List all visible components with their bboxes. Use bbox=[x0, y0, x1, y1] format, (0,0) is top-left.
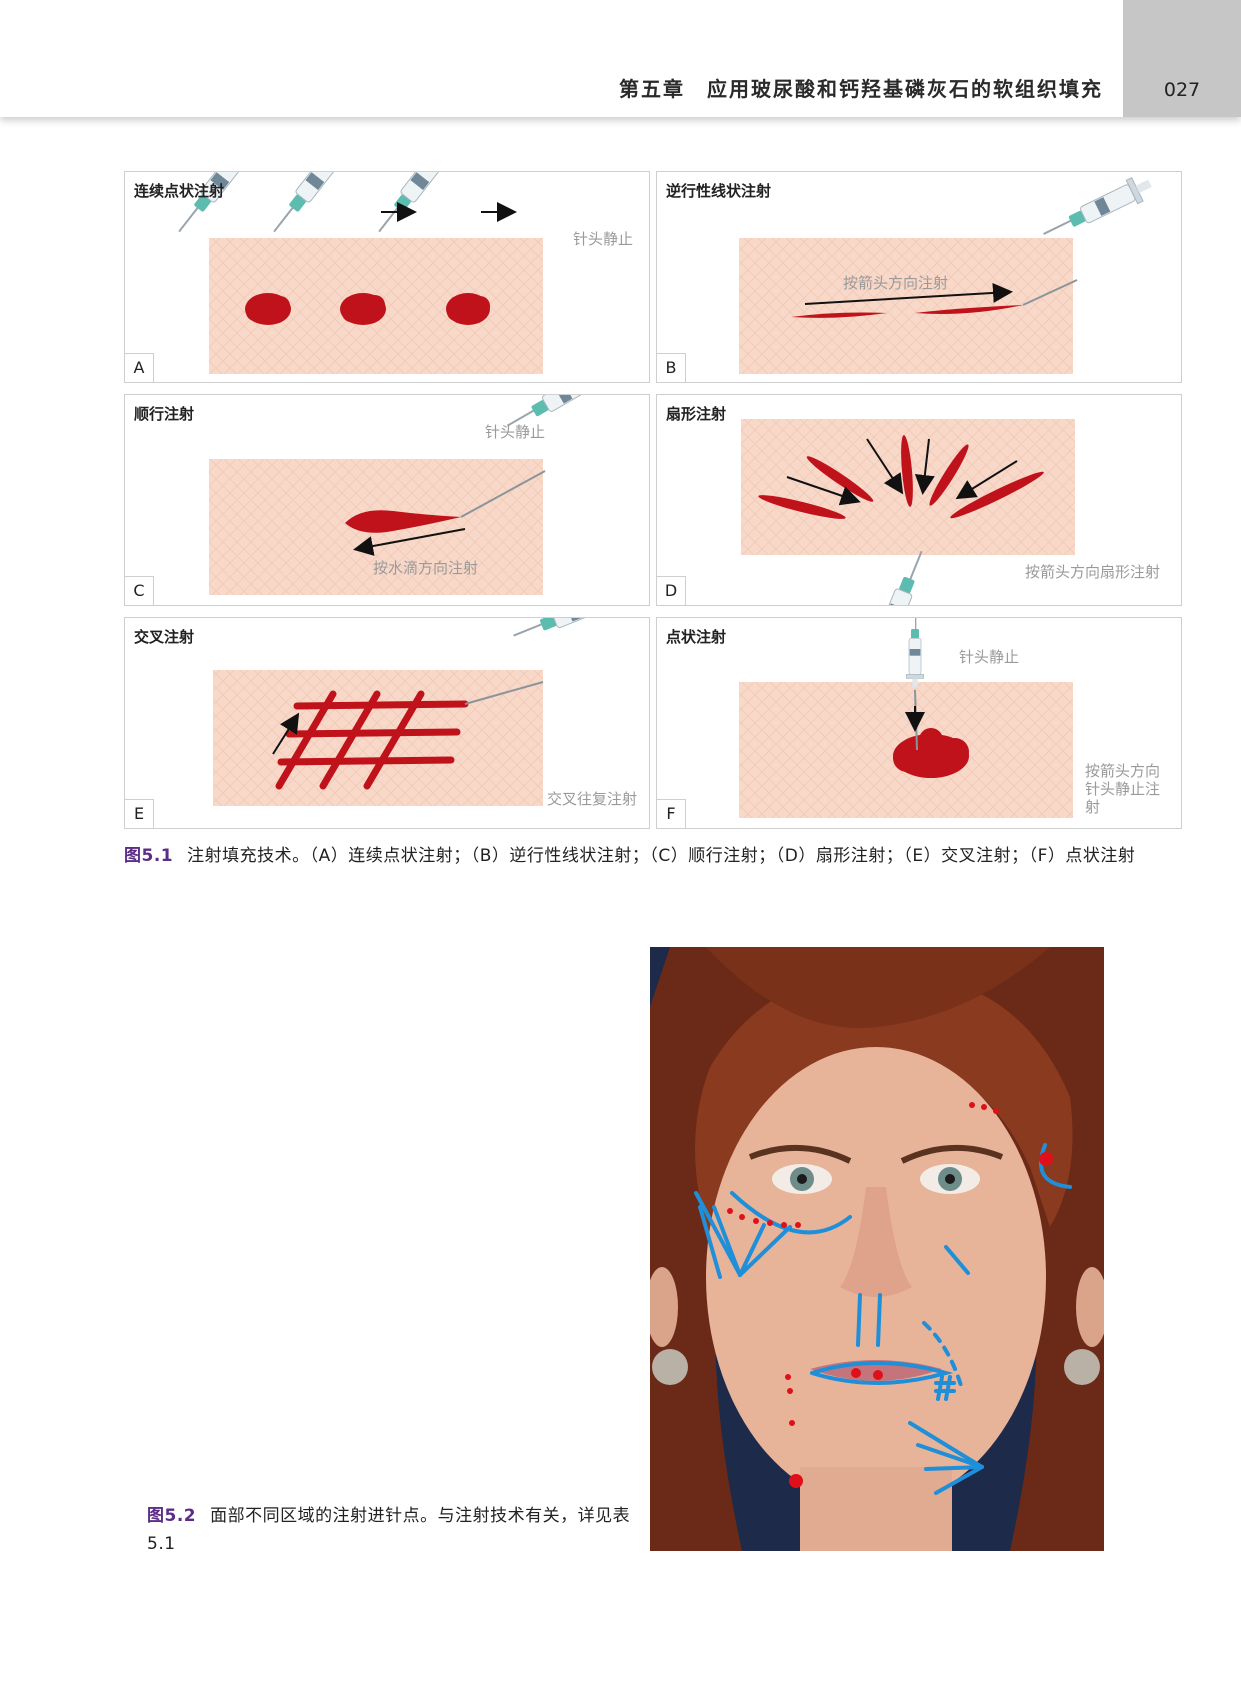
face-photo bbox=[646, 947, 1108, 1551]
panel-b-letter: B bbox=[657, 353, 686, 382]
panel-c-illustration bbox=[209, 395, 618, 595]
panel-f: 点状注射 针头静止 按箭头方向 针头静止注 射 F bbox=[656, 617, 1182, 829]
panel-c: 顺行注射 针头静止 按水滴方向注射 C bbox=[124, 394, 650, 606]
panel-a: 连续点状注射 针头静止 A bbox=[124, 171, 650, 383]
panel-e-illustration bbox=[213, 618, 629, 806]
page-number: 027 bbox=[1163, 79, 1201, 101]
chapter-title: 第五章 应用玻尿酸和钙羟基磷灰石的软组织填充 bbox=[619, 77, 1103, 101]
panel-d-note: 按箭头方向扇形注射 bbox=[1025, 563, 1161, 581]
panel-c-note-bottom: 按水滴方向注射 bbox=[373, 559, 479, 577]
panel-a-illustration bbox=[169, 172, 543, 374]
page-number-tab: 027 bbox=[1123, 0, 1241, 117]
panel-e-letter: E bbox=[125, 799, 154, 828]
panel-e: 交叉注射 交叉往复注射 E bbox=[124, 617, 650, 829]
figure1-caption-text: 注射填充技术。（A）连续点状注射；（B）逆行性线状注射；（C）顺行注射；（D）扇… bbox=[187, 846, 1136, 866]
face-illustration bbox=[646, 947, 1108, 1551]
panel-a-note: 针头静止 bbox=[573, 230, 634, 248]
panel-c-note-top: 针头静止 bbox=[485, 423, 546, 441]
panel-f-letter: F bbox=[657, 799, 686, 828]
panel-b-illustration bbox=[739, 172, 1157, 374]
panel-e-note: 交叉往复注射 bbox=[547, 790, 638, 808]
panel-b-note: 按箭头方向注射 bbox=[843, 274, 949, 292]
panel-a-letter: A bbox=[125, 353, 154, 382]
panel-d: 扇形注射 按箭头方向扇形注射 D bbox=[656, 394, 1182, 606]
panel-f-note-line2: 针头静止注 bbox=[1085, 780, 1161, 798]
panel-f-title: 点状注射 bbox=[666, 628, 727, 646]
figure1-caption: 图5.1 注射填充技术。（A）连续点状注射；（B）逆行性线状注射；（C）顺行注射；… bbox=[124, 843, 1178, 870]
panel-d-letter: D bbox=[657, 576, 686, 605]
panel-a-title: 连续点状注射 bbox=[134, 182, 225, 200]
figure2-caption-text: 面部不同区域的注射进针点。与注射技术有关，详见表5.1 bbox=[147, 1506, 631, 1554]
panel-f-note-top: 针头静止 bbox=[959, 648, 1020, 666]
figure1-label: 图5.1 bbox=[124, 846, 174, 866]
panel-f-illustration bbox=[739, 618, 1073, 818]
panel-d-illustration bbox=[741, 419, 1075, 605]
panel-b: 逆行性线状注射 按箭头方向注射 B bbox=[656, 171, 1182, 383]
panel-f-note-line3: 射 bbox=[1085, 798, 1101, 816]
panel-c-title: 顺行注射 bbox=[134, 405, 195, 423]
panel-c-letter: C bbox=[125, 576, 154, 605]
panel-f-note-line1: 按箭头方向 bbox=[1085, 762, 1161, 780]
page-header: 第五章 应用玻尿酸和钙羟基磷灰石的软组织填充 027 bbox=[0, 0, 1241, 117]
figure2-label: 图5.2 bbox=[147, 1506, 197, 1526]
panel-b-title: 逆行性线状注射 bbox=[666, 182, 772, 200]
panel-e-title: 交叉注射 bbox=[134, 628, 195, 646]
panel-d-title: 扇形注射 bbox=[666, 405, 727, 423]
